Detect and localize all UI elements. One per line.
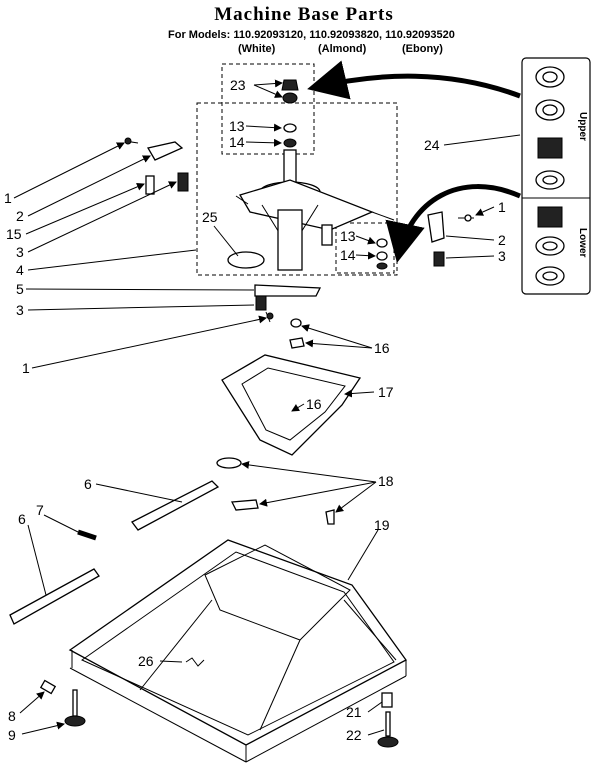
lower-bushing-rings bbox=[535, 206, 565, 286]
callout-numbers: 23 13 14 24 1 2 15 3 4 25 13 14 1 2 3 5 … bbox=[4, 77, 506, 743]
callout-16: 16 bbox=[374, 340, 390, 356]
mount-bracket-17 bbox=[221, 354, 362, 456]
callout-15: 15 bbox=[6, 226, 22, 242]
callout-7: 7 bbox=[36, 502, 44, 518]
callout-4: 4 bbox=[16, 262, 24, 278]
ring-part bbox=[227, 251, 265, 269]
callout-19: 19 bbox=[374, 517, 390, 533]
models-line: For Models: 110.92093120, 110.92093820, … bbox=[168, 29, 455, 41]
gearcase-mechanism bbox=[227, 149, 395, 271]
upper-label: Upper bbox=[577, 112, 588, 141]
nut-8 bbox=[39, 679, 57, 695]
leg-9 bbox=[64, 689, 86, 727]
callout-8: 8 bbox=[8, 708, 16, 724]
callout-2-right: 2 bbox=[498, 232, 506, 248]
lower-kit-arrow bbox=[385, 184, 521, 263]
callout-13-lower: 13 bbox=[340, 228, 356, 244]
callout-13: 13 bbox=[229, 118, 245, 134]
clip-26 bbox=[185, 657, 205, 667]
page-title: Machine Base Parts bbox=[214, 4, 394, 25]
callout-23: 23 bbox=[230, 77, 246, 93]
mechanism-box bbox=[196, 102, 398, 276]
callout-17: 17 bbox=[378, 384, 394, 400]
small-bushing-box bbox=[335, 222, 395, 274]
lower-label: Lower bbox=[577, 228, 588, 258]
lower-small-bushings bbox=[376, 238, 388, 270]
callout-14: 14 bbox=[229, 134, 245, 150]
upper-kit-arrow bbox=[307, 60, 521, 100]
callout-18: 18 bbox=[378, 473, 394, 489]
right-bracket-parts bbox=[427, 211, 474, 267]
callout-24: 24 bbox=[424, 137, 440, 153]
callout-9: 9 bbox=[8, 727, 16, 743]
callout-5: 5 bbox=[16, 281, 24, 297]
callout-22: 22 bbox=[346, 727, 362, 743]
pad-18c bbox=[325, 509, 335, 525]
machine-base-19 bbox=[68, 539, 407, 763]
callout-1: 1 bbox=[4, 190, 12, 206]
upper-bushing-rings bbox=[535, 66, 565, 190]
pad-18b bbox=[230, 499, 259, 511]
callout-6: 6 bbox=[84, 476, 92, 492]
callout-1-lower: 1 bbox=[22, 360, 30, 376]
callout-3-lower: 3 bbox=[16, 302, 24, 318]
rail-6-upper bbox=[131, 480, 220, 531]
pad-16b bbox=[289, 337, 305, 349]
callout-2: 2 bbox=[16, 208, 24, 224]
upper-bushings bbox=[281, 79, 299, 148]
color-ebony: (Ebony) bbox=[402, 43, 443, 55]
left-bracket-parts bbox=[124, 137, 189, 195]
leader-lines bbox=[13, 79, 521, 736]
callout-16-lower: 16 bbox=[306, 396, 322, 412]
callout-25: 25 bbox=[202, 209, 218, 225]
color-white: (White) bbox=[238, 43, 276, 55]
bushing-box bbox=[221, 63, 315, 155]
spring-7 bbox=[77, 529, 97, 541]
callout-21: 21 bbox=[346, 704, 362, 720]
bushing-kit-panel: Upper Lower bbox=[521, 57, 591, 295]
lower-mount-parts bbox=[254, 284, 322, 323]
nut-21 bbox=[381, 692, 393, 708]
callout-3: 3 bbox=[16, 244, 24, 260]
pad-16a bbox=[290, 318, 302, 328]
rail-6-lower bbox=[9, 568, 100, 625]
leg-22 bbox=[377, 711, 399, 748]
color-almond: (Almond) bbox=[318, 43, 367, 55]
pad-18a bbox=[216, 457, 242, 469]
callout-26: 26 bbox=[138, 653, 154, 669]
callout-1-right: 1 bbox=[498, 199, 506, 215]
callout-6-lower: 6 bbox=[18, 511, 26, 527]
callout-3-right: 3 bbox=[498, 248, 506, 264]
callout-14-lower: 14 bbox=[340, 247, 356, 263]
